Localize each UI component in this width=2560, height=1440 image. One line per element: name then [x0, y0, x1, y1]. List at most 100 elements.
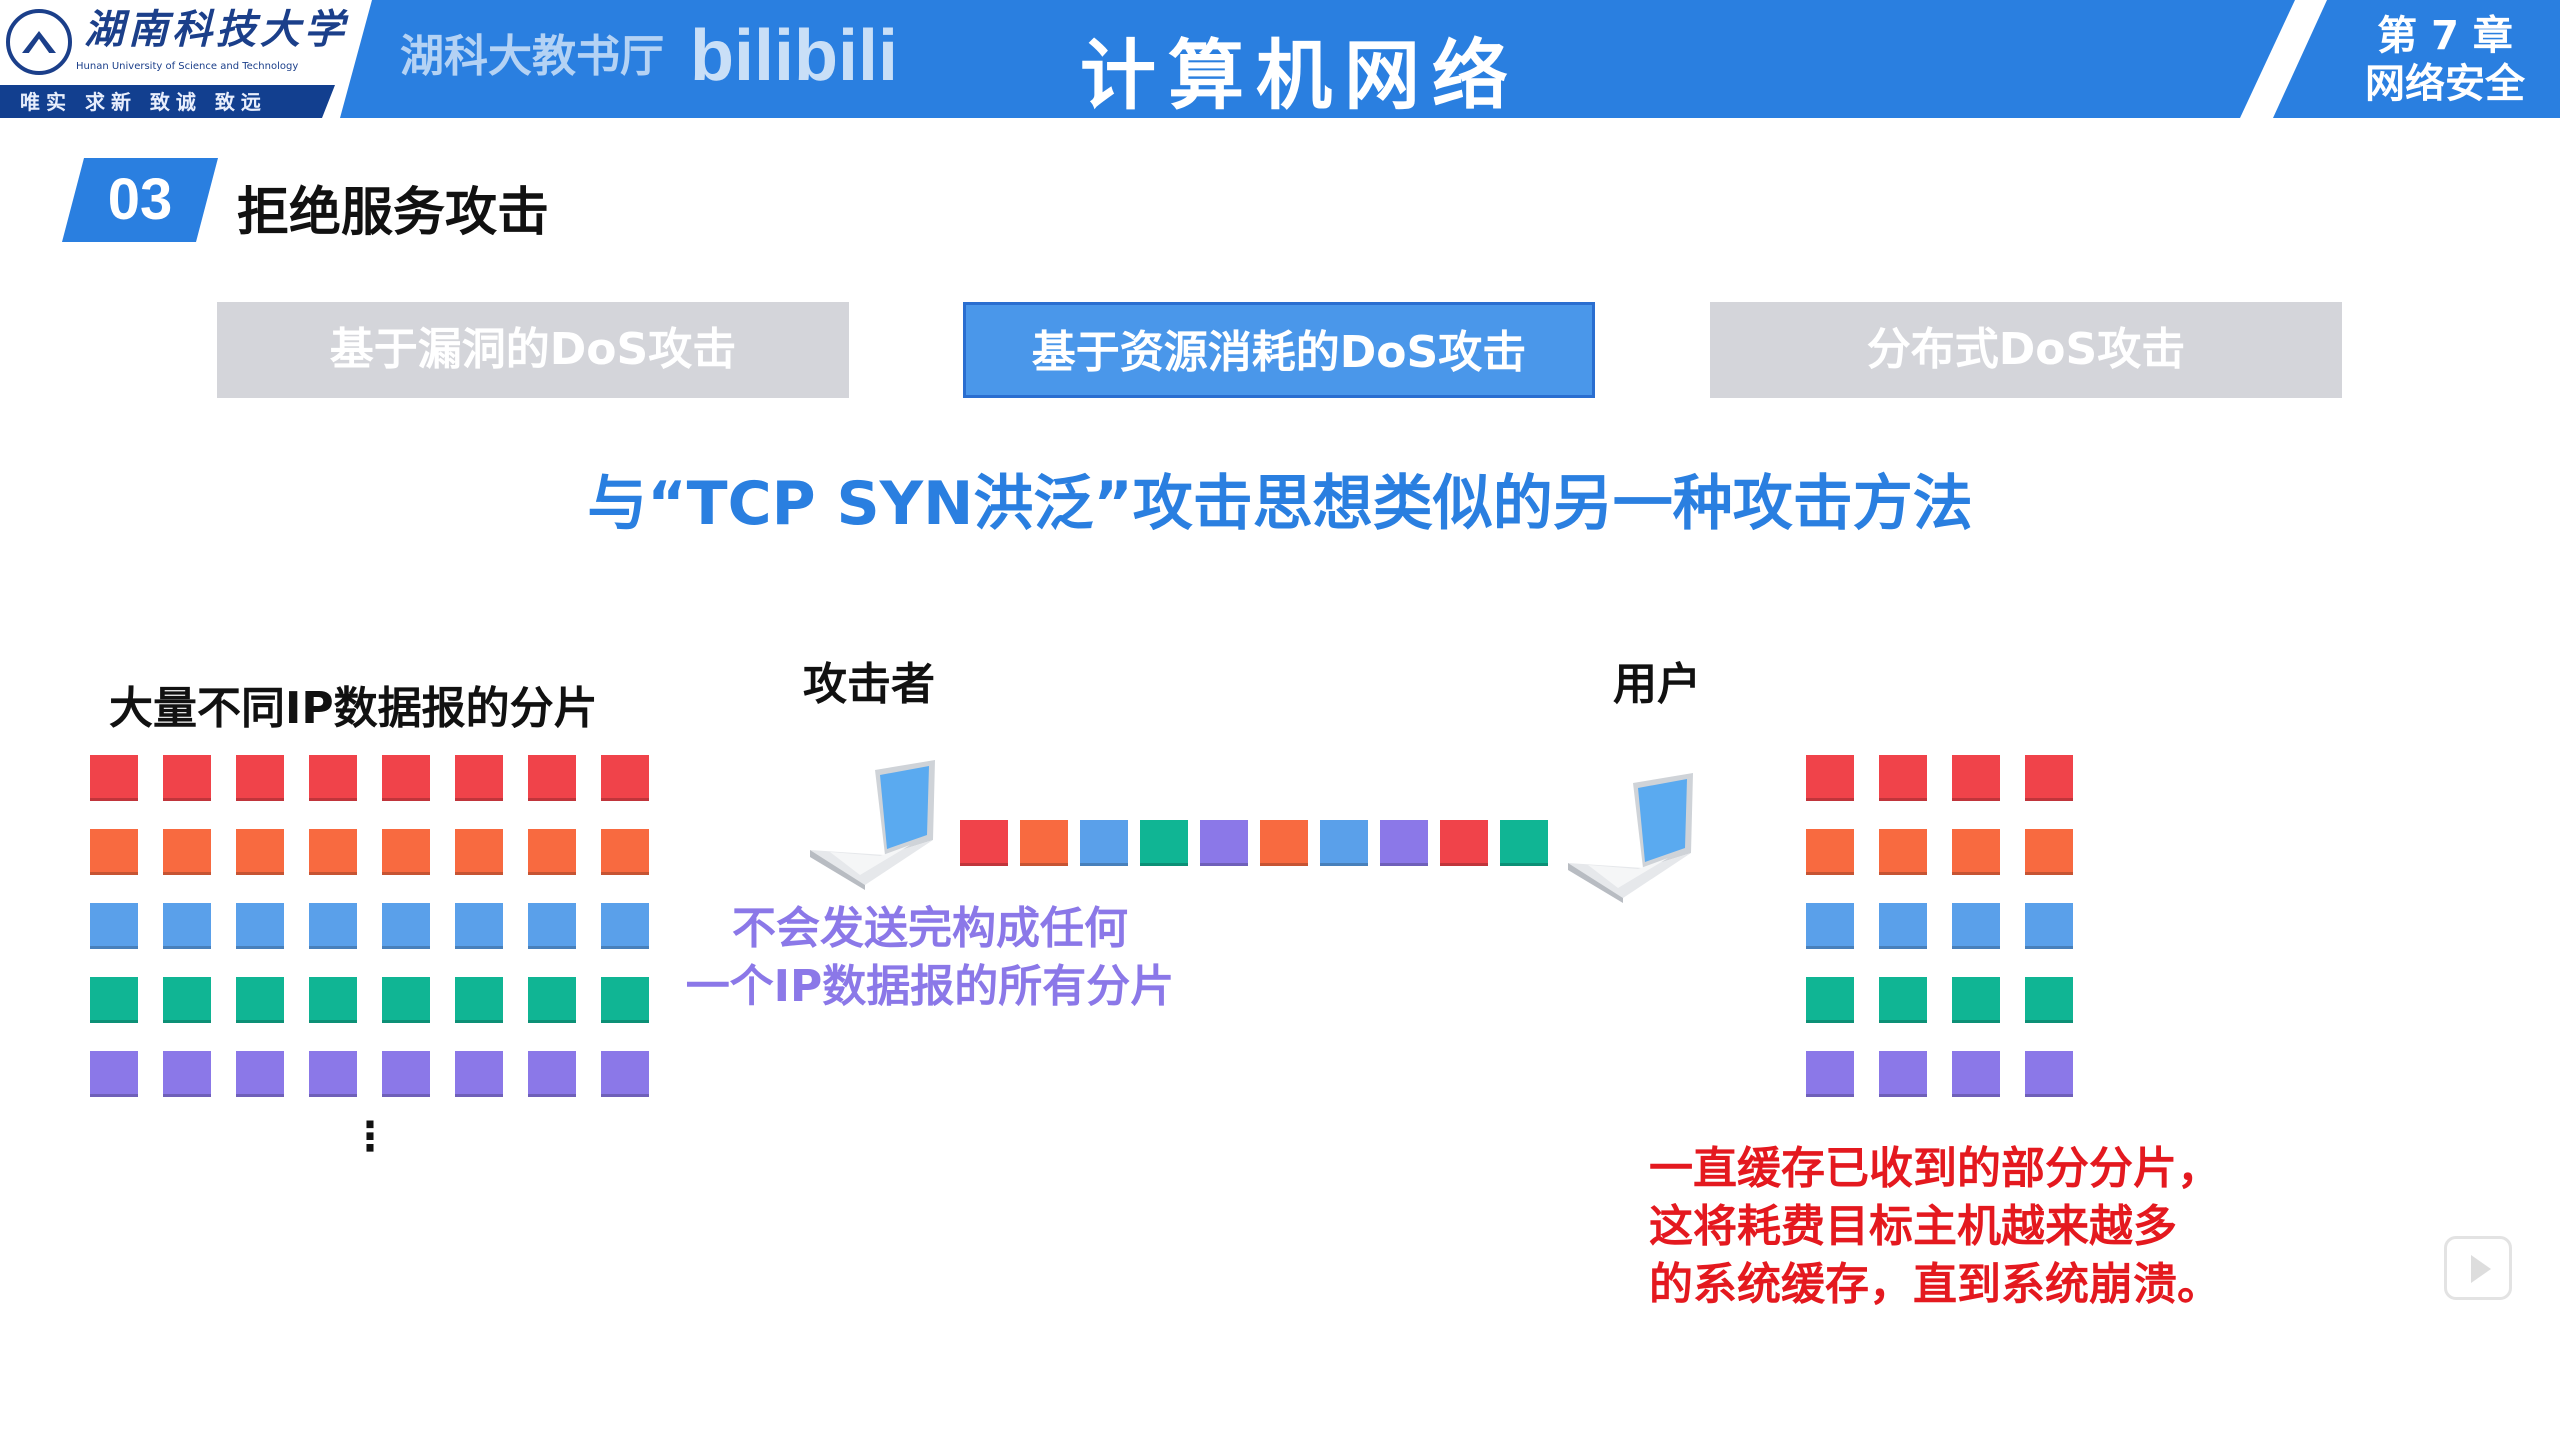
fragment-orange: [382, 829, 430, 875]
fragment-orange: [90, 829, 138, 875]
buffered-fragment-green: [1952, 977, 2000, 1023]
fragment-blue: [528, 903, 576, 949]
university-logo-icon: [6, 9, 72, 75]
chapter-number: 第 7 章: [2377, 13, 2513, 59]
fragment-green: [163, 977, 211, 1023]
buffered-fragment-purple: [2025, 1051, 2073, 1097]
fragment-purple: [528, 1051, 576, 1097]
more-fragments-ellipsis: ⋮: [350, 1114, 390, 1160]
attacker-note: 不会发送完构成任何 一个IP数据报的所有分片: [660, 900, 1200, 1016]
user-note-line: 这将耗费目标主机越来越多: [1649, 1201, 2177, 1252]
fragment-green: [528, 977, 576, 1023]
sent-fragment-green: [1500, 820, 1548, 866]
fragment-orange: [528, 829, 576, 875]
fragment-red: [528, 755, 576, 801]
fragment-blue: [455, 903, 503, 949]
section-title: 拒绝服务攻击: [237, 183, 550, 243]
buffered-fragment-green: [2025, 977, 2073, 1023]
fragment-purple: [601, 1051, 649, 1097]
buffered-fragment-blue: [1952, 903, 2000, 949]
sent-fragment-orange: [1020, 820, 1068, 866]
attacker-laptop-icon: [810, 760, 935, 890]
fragment-red: [309, 755, 357, 801]
attacker-note-line: 不会发送完构成任何: [732, 903, 1128, 954]
buffered-fragment-red: [1952, 755, 2000, 801]
header-chapter-banner: [2273, 0, 2560, 118]
fragment-green: [90, 977, 138, 1023]
fragments-label: 大量不同IP数据报的分片: [109, 683, 598, 734]
sent-fragment-green: [1140, 820, 1188, 866]
section-number-badge: 03: [62, 158, 218, 242]
fragment-purple: [382, 1051, 430, 1097]
sent-fragment-purple: [1200, 820, 1248, 866]
buffered-fragment-red: [1806, 755, 1854, 801]
attacker-label: 攻击者: [803, 659, 935, 710]
buffered-fragment-red: [2025, 755, 2073, 801]
fragment-red: [455, 755, 503, 801]
fragment-red: [601, 755, 649, 801]
buffered-fragment-purple: [1879, 1051, 1927, 1097]
fragment-red: [90, 755, 138, 801]
motto-strip: [0, 85, 335, 118]
fragment-red: [236, 755, 284, 801]
university-motto: 唯实 求新 致诚 致远: [20, 90, 267, 114]
play-button-icon[interactable]: [2444, 1236, 2512, 1300]
fragment-orange: [236, 829, 284, 875]
buffered-fragment-orange: [2025, 829, 2073, 875]
buffered-fragment-orange: [1806, 829, 1854, 875]
fragment-purple: [236, 1051, 284, 1097]
course-title: 计算机网络: [1080, 31, 1520, 120]
fragment-green: [236, 977, 284, 1023]
buffered-fragment-green: [1879, 977, 1927, 1023]
fragment-orange: [601, 829, 649, 875]
sent-fragment-blue: [1320, 820, 1368, 866]
fragment-purple: [163, 1051, 211, 1097]
fragment-blue: [601, 903, 649, 949]
buffered-fragment-blue: [1879, 903, 1927, 949]
fragment-green: [455, 977, 503, 1023]
fragment-orange: [455, 829, 503, 875]
user-note-line: 一直缓存已收到的部分分片，: [1649, 1143, 2221, 1194]
buffered-fragment-blue: [1806, 903, 1854, 949]
user-note: 一直缓存已收到的部分分片， 这将耗费目标主机越来越多 的系统缓存，直到系统崩溃。: [1649, 1140, 2221, 1314]
sent-fragment-blue: [1080, 820, 1128, 866]
fragment-blue: [90, 903, 138, 949]
sent-fragment-red: [1440, 820, 1488, 866]
user-laptop-icon: [1568, 773, 1693, 903]
tab-vulnerability-dos[interactable]: 基于漏洞的DoS攻击: [217, 302, 849, 398]
fragment-green: [601, 977, 649, 1023]
sent-fragment-orange: [1260, 820, 1308, 866]
tab-distributed-dos[interactable]: 分布式DoS攻击: [1710, 302, 2342, 398]
fragment-purple: [455, 1051, 503, 1097]
header-banner: [340, 0, 2295, 118]
sent-fragment-red: [960, 820, 1008, 866]
slide-subtitle: 与“TCP SYN洪泛”攻击思想类似的另一种攻击方法: [587, 469, 1973, 539]
fragment-red: [163, 755, 211, 801]
watermark-bilibili: bilibili: [690, 16, 898, 96]
fragment-blue: [309, 903, 357, 949]
buffered-fragment-orange: [1879, 829, 1927, 875]
buffered-fragment-purple: [1952, 1051, 2000, 1097]
user-note-line: 的系统缓存，直到系统崩溃。: [1649, 1259, 2221, 1310]
buffered-fragment-purple: [1806, 1051, 1854, 1097]
fragment-blue: [163, 903, 211, 949]
buffered-fragment-blue: [2025, 903, 2073, 949]
watermark-channel: 湖科大教书厅: [400, 31, 664, 82]
fragment-purple: [90, 1051, 138, 1097]
fragment-orange: [309, 829, 357, 875]
buffered-fragment-orange: [1952, 829, 2000, 875]
fragment-blue: [236, 903, 284, 949]
buffered-fragment-green: [1806, 977, 1854, 1023]
fragment-red: [382, 755, 430, 801]
fragment-green: [309, 977, 357, 1023]
sent-fragment-purple: [1380, 820, 1428, 866]
user-label: 用户: [1613, 659, 1701, 710]
fragment-orange: [163, 829, 211, 875]
tab-resource-dos[interactable]: 基于资源消耗的DoS攻击: [963, 302, 1595, 398]
university-name-en: Hunan University of Science and Technolo…: [76, 61, 299, 72]
fragment-blue: [382, 903, 430, 949]
fragment-green: [382, 977, 430, 1023]
attacker-note-line: 一个IP数据报的所有分片: [685, 961, 1175, 1012]
chapter-name: 网络安全: [2365, 61, 2525, 107]
buffered-fragment-red: [1879, 755, 1927, 801]
